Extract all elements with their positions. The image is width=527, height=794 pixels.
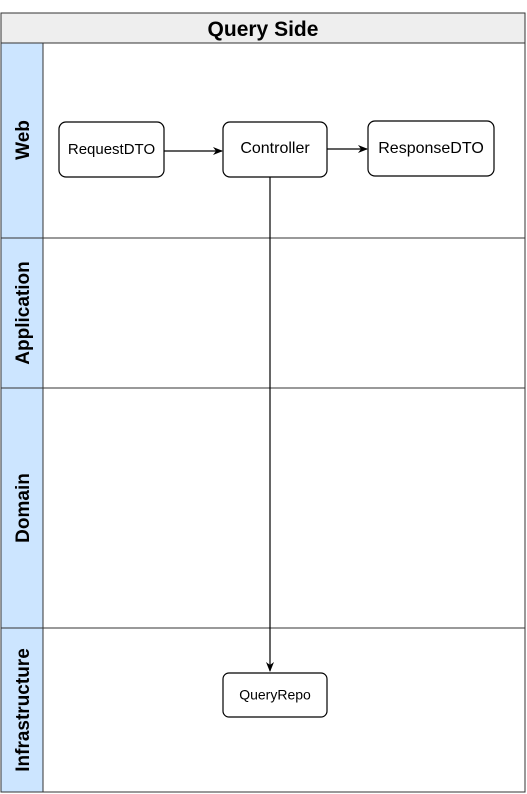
lane-web: Web bbox=[0, 42, 526, 239]
node-query-repo-label: QueryRepo bbox=[239, 687, 311, 703]
lane-web-header bbox=[0, 42, 44, 239]
lane-application: Application bbox=[0, 237, 526, 389]
lane-infrastructure-header bbox=[0, 627, 44, 793]
lane-infrastructure-label: Infrastructure bbox=[13, 648, 34, 772]
lane-infrastructure: Infrastructure bbox=[0, 627, 526, 793]
lane-web-label: Web bbox=[13, 120, 34, 160]
node-query-repo[interactable]: QueryRepo bbox=[222, 672, 328, 718]
node-query-repo-box[interactable] bbox=[222, 672, 328, 718]
lane-application-label: Application bbox=[13, 261, 34, 364]
lane-application-header bbox=[0, 237, 44, 389]
node-response-dto[interactable]: ResponseDTO bbox=[367, 120, 495, 177]
pool-title: Query Side bbox=[208, 18, 319, 41]
node-controller-box[interactable] bbox=[222, 121, 328, 178]
node-controller-label: Controller bbox=[240, 140, 310, 157]
node-response-dto-box[interactable] bbox=[367, 120, 495, 177]
pool-header bbox=[0, 12, 526, 44]
node-controller[interactable]: Controller bbox=[222, 121, 328, 178]
edges bbox=[164, 145, 368, 672]
node-request-dto-label: RequestDTO bbox=[68, 141, 155, 158]
lane-domain-label: Domain bbox=[13, 473, 34, 543]
node-response-dto-label: ResponseDTO bbox=[378, 140, 484, 157]
node-request-dto[interactable]: RequestDTO bbox=[58, 121, 165, 178]
node-request-dto-box[interactable] bbox=[58, 121, 165, 178]
